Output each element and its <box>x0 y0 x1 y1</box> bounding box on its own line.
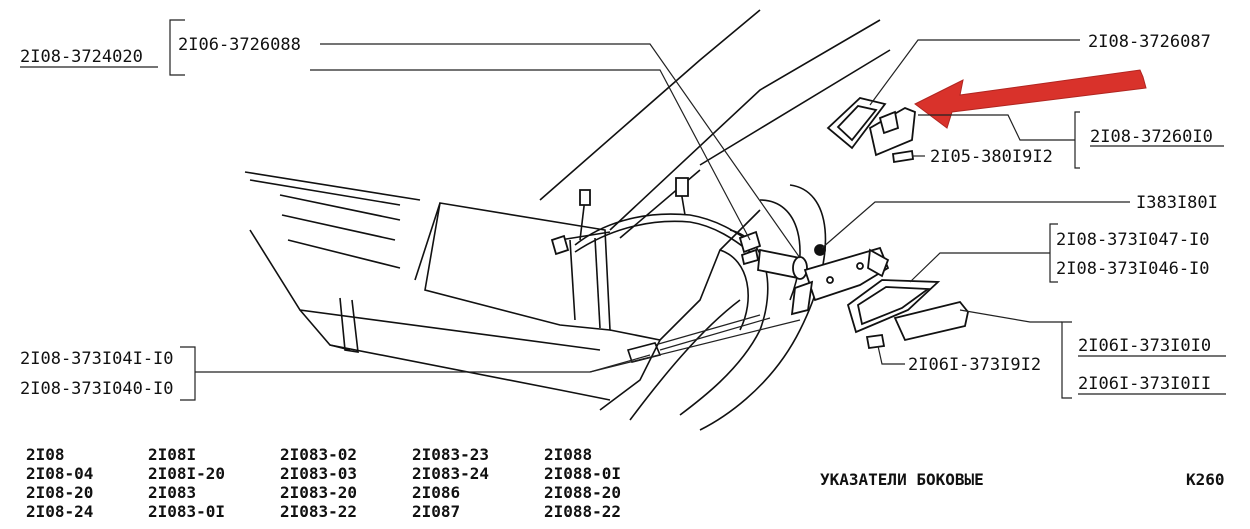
label-2108-3724020: 2I08-3724020 <box>20 47 143 67</box>
label-2108-3726010: 2I08-37260I0 <box>1090 127 1213 147</box>
model-entry: 2I088-22 <box>544 502 621 521</box>
model-entry: 2I087 <box>412 502 460 521</box>
model-entry: 2I088 <box>544 445 592 464</box>
model-entry: 2I088-20 <box>544 483 621 502</box>
label-2108-3731041: 2I08-373I04I-I0 <box>20 349 174 369</box>
model-entry: 2I08-04 <box>26 464 93 483</box>
label-1383180: I383I80I <box>1136 193 1218 213</box>
label-2108-3731047: 2I08-373I047-I0 <box>1056 230 1210 250</box>
model-entry: 2I083-22 <box>280 502 357 521</box>
label-2106-3726088: 2I06-3726088 <box>178 35 301 55</box>
diagram-title: УКАЗАТЕЛИ БОКОВЫЕ <box>820 470 984 489</box>
model-entry: 2I083-02 <box>280 445 357 464</box>
model-entry: 2I083-23 <box>412 445 489 464</box>
part-labels: 2I08-3724020 2I06-3726088 2I08-3726087 2… <box>20 32 1218 399</box>
label-2108-3726087: 2I08-3726087 <box>1088 32 1211 52</box>
model-entry: 2I088-0I <box>544 464 621 483</box>
model-entry: 2I08 <box>26 445 65 464</box>
leader-lines <box>20 19 1226 401</box>
label-2108-3731046: 2I08-373I046-I0 <box>1056 259 1210 279</box>
model-entry: 2I083-20 <box>280 483 357 502</box>
model-entry: 2I08I <box>148 445 196 464</box>
red-arrow-icon <box>914 69 1147 129</box>
model-entry: 2I083 <box>148 483 196 502</box>
model-entry: 2I08-24 <box>26 502 93 521</box>
model-entry: 2I083-03 <box>280 464 357 483</box>
label-2105-3801912: 2I05-380I9I2 <box>930 147 1053 167</box>
page-code: K260 <box>1186 470 1225 489</box>
label-21061-3731912: 2I06I-373I9I2 <box>908 355 1041 375</box>
label-21061-3731010: 2I06I-373I0I0 <box>1078 336 1211 356</box>
model-entry: 2I08I-20 <box>148 464 225 483</box>
model-entry: 2I083-0I <box>148 502 225 521</box>
label-2108-3731040: 2I08-373I040-I0 <box>20 379 174 399</box>
model-entry: 2I08-20 <box>26 483 93 502</box>
model-list: 2I08 2I08-04 2I08-20 2I08-24 2I08I 2I08I… <box>26 445 621 521</box>
model-entry: 2I083-24 <box>412 464 489 483</box>
model-entry: 2I086 <box>412 483 460 502</box>
label-21061-3731011: 2I06I-373I0II <box>1078 374 1211 394</box>
car-body-drawing <box>244 9 969 431</box>
